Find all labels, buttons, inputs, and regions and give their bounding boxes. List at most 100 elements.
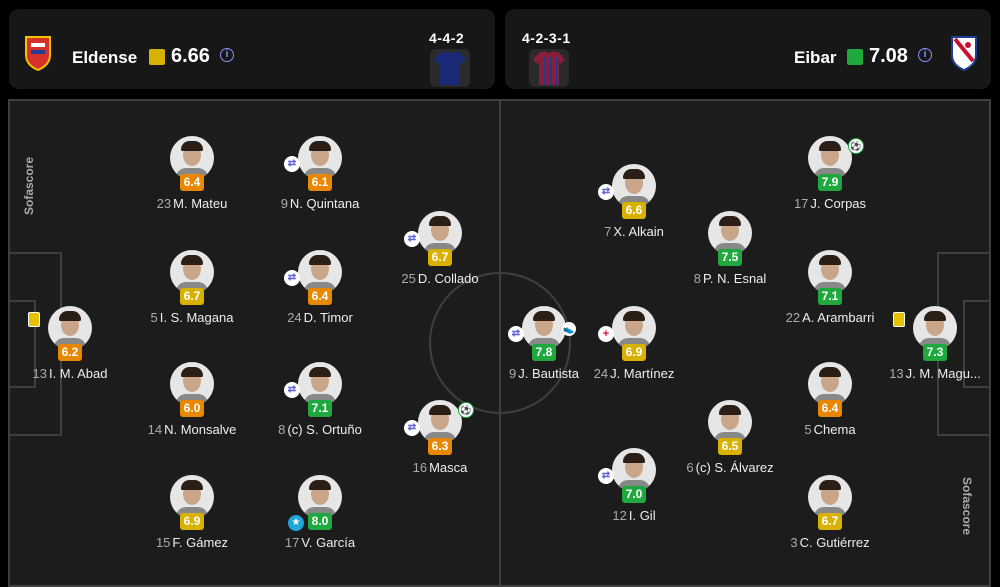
home-rating-square: [149, 49, 165, 65]
player-avatar[interactable]: [298, 250, 342, 294]
player-number: 7: [604, 224, 612, 239]
player-number: 25: [401, 271, 416, 286]
player-name-text: Masca: [429, 460, 468, 475]
player-name-text: I. M. Abad: [48, 366, 108, 381]
player-number: 24: [287, 310, 302, 325]
pitch-lines: [8, 99, 991, 587]
player-name-text: Chema: [813, 422, 856, 437]
player-rating: 8.0: [308, 513, 332, 530]
player-name[interactable]: 8(c) S. Ortuño: [250, 422, 390, 437]
player-rating: 6.2: [58, 344, 82, 361]
player-rating: 6.7: [428, 249, 452, 266]
away-team-header[interactable]: 4-2-3-1 Eibar 7.08 i: [505, 9, 991, 89]
player-rating: 6.6: [622, 202, 646, 219]
away-team-name[interactable]: Eibar: [794, 48, 837, 67]
player-avatar[interactable]: [170, 362, 214, 406]
home-team-name[interactable]: Eldense: [72, 48, 138, 67]
player-name-text: A. Arambarri: [802, 310, 875, 325]
player-rating: 6.0: [180, 400, 204, 417]
player-name-text: J. Martínez: [610, 366, 675, 381]
yellow-card-icon: [893, 312, 905, 327]
player-name[interactable]: 6(c) S. Álvarez: [660, 460, 800, 475]
player-number: 13: [32, 366, 47, 381]
player-name-text: C. Gutiérrez: [799, 535, 870, 550]
player-number: 9: [280, 196, 288, 211]
player-number: 12: [612, 508, 627, 523]
player-rating: 6.1: [308, 174, 332, 191]
player-avatar[interactable]: [298, 362, 342, 406]
player-rating: 7.0: [622, 486, 646, 503]
substitution-icon: ⇄: [598, 468, 614, 484]
player-rating: 6.7: [180, 288, 204, 305]
player-avatar[interactable]: [808, 362, 852, 406]
away-formation: 4-2-3-1: [522, 30, 571, 46]
player-rating: 6.4: [180, 174, 204, 191]
home-info-icon[interactable]: i: [220, 48, 234, 62]
player-name-text: D. Collado: [417, 271, 479, 286]
player-rating: 7.3: [923, 344, 947, 361]
sofascore-logo-right: Sofascore: [960, 471, 974, 561]
player-number: 8: [693, 271, 701, 286]
player-avatar[interactable]: [708, 211, 752, 255]
player-number: 3: [790, 535, 798, 550]
player-number: 13: [889, 366, 904, 381]
player-rating: 6.4: [818, 400, 842, 417]
home-team-header[interactable]: Eldense 6.66 i 4-4-2: [9, 9, 495, 89]
player-name-text: M. Mateu: [173, 196, 228, 211]
away-rating-square: [847, 49, 863, 65]
player-name-text: P. N. Esnal: [702, 271, 767, 286]
player-rating: 7.8: [532, 344, 556, 361]
player-name-text: J. Bautista: [518, 366, 579, 381]
player-avatar[interactable]: [612, 448, 656, 492]
player-avatar[interactable]: [612, 164, 656, 208]
away-info-icon[interactable]: i: [918, 48, 932, 62]
yellow-card-icon: [28, 312, 40, 327]
substitution-icon: ⇄: [404, 231, 420, 247]
player-number: 5: [150, 310, 158, 325]
player-name-text: I. S. Magana: [159, 310, 234, 325]
player-number: 17: [284, 535, 300, 550]
